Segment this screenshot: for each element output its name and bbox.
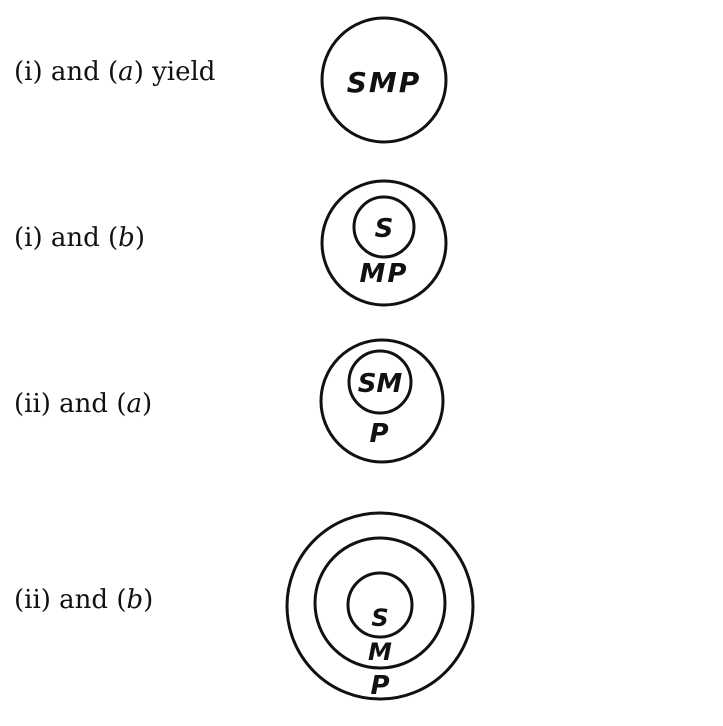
row-label-2-prefix: (i) and ( (14, 223, 119, 253)
row-label-4: (ii) and (b) (14, 585, 153, 615)
diagram-4-circle-outer (285, 511, 475, 701)
row-label-3-prefix: (ii) and ( (14, 389, 127, 419)
diagram-1-label-smp: SMP (347, 66, 422, 99)
diagram-4-label-s: S (371, 604, 388, 632)
diagram-2-circle-inner (352, 195, 416, 259)
row-label-3: (ii) and (a) (14, 389, 152, 419)
diagram-3-circle-inner (347, 349, 413, 415)
diagram-2-label-s: S (375, 214, 394, 244)
row-label-2-suffix: ) (134, 223, 145, 253)
diagram-2: S MP (320, 179, 448, 307)
diagram-1-circle-outer (320, 16, 448, 144)
row-label-1: (i) and (a) yield (14, 57, 215, 87)
row-label-1-suffix: ) yield (133, 57, 216, 87)
diagram-4-label-p: P (370, 671, 389, 701)
row-label-2-variable: b (118, 223, 135, 253)
diagram-2-circle-outer (320, 179, 448, 307)
row-label-3-variable: a (126, 389, 142, 419)
diagram-3-circle-outer (319, 338, 445, 464)
diagram-3-label-sm: SM (358, 369, 403, 399)
row-label-3-suffix: ) (142, 389, 153, 419)
row-label-4-suffix: ) (143, 585, 154, 615)
diagram-3: SM P (319, 338, 445, 464)
row-label-1-prefix: (i) and ( (14, 57, 119, 87)
row-label-4-variable: b (126, 585, 144, 615)
row-label-4-prefix: (ii) and ( (14, 585, 127, 615)
diagram-2-label-mp: MP (360, 259, 409, 289)
row-label-1-variable: a (118, 57, 134, 87)
diagram-4-circle-middle (313, 536, 447, 670)
diagram-4-circle-inner (346, 571, 414, 639)
diagram-4: S M P (285, 511, 475, 701)
diagram-3-label-p: P (369, 419, 388, 449)
diagram-1: SMP (320, 16, 448, 144)
diagram-4-label-m: M (368, 638, 392, 666)
row-label-2: (i) and (b) (14, 223, 145, 253)
